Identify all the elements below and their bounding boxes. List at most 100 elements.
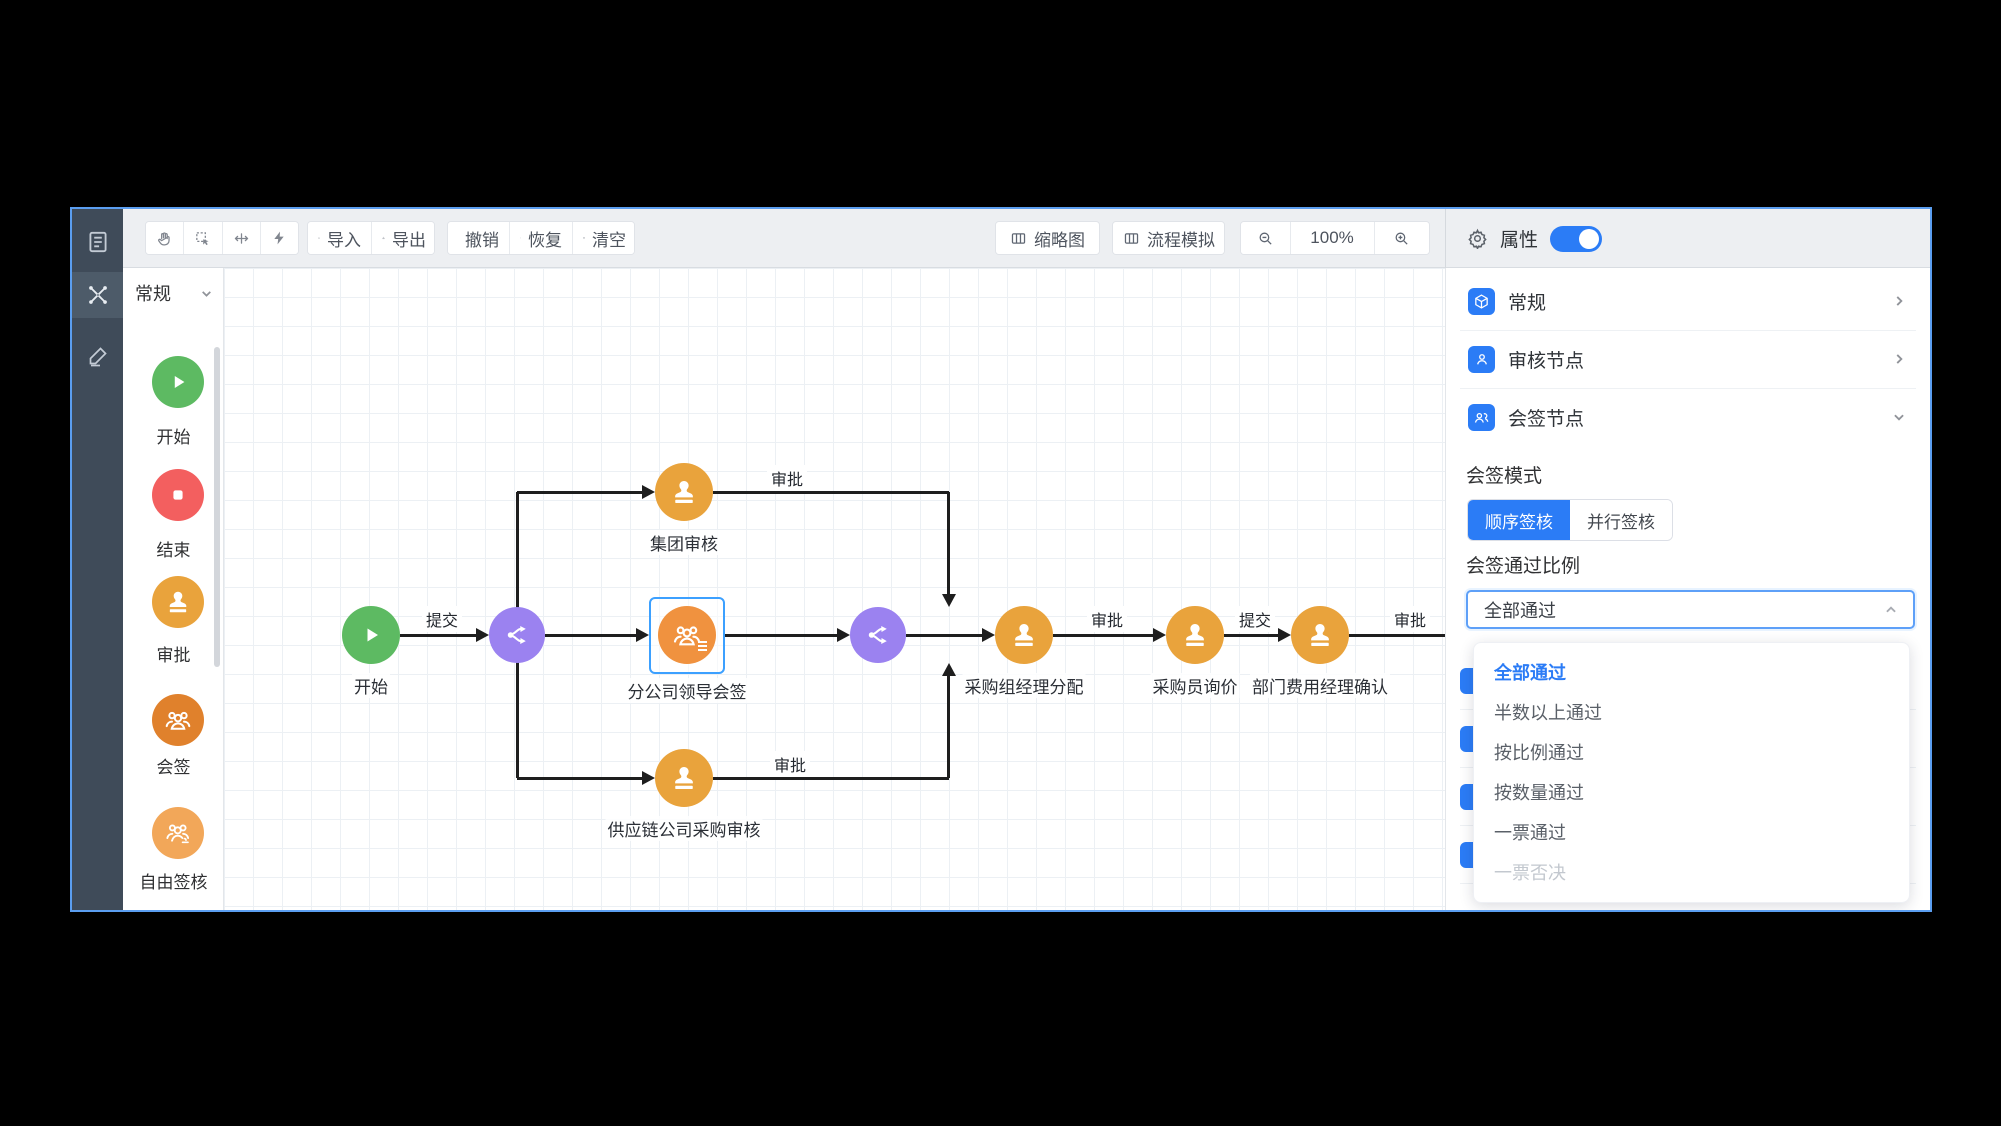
section-label: 会签节点 [1508,408,1585,430]
simulate-button[interactable]: 流程模拟 [1113,222,1224,254]
node-label: 集团审核 [648,530,720,555]
edge-label: 提交 [421,606,463,632]
mode-sequential-button[interactable]: 顺序签核 [1468,500,1570,540]
section-countersign-node[interactable]: 会签节点 [1446,388,1930,446]
monitor-icon [1124,232,1139,244]
palette-category-label: 常规 [135,284,171,304]
pen-icon[interactable] [72,333,123,379]
node-branch-leader-countersign[interactable] [658,606,716,664]
flow-canvas[interactable]: 提交 审批 审批 审批 提交 审批 开始 [224,268,1445,910]
edge-arrow [642,485,655,499]
download-icon [382,236,385,239]
edge-line [517,491,642,494]
chevron-down-icon [1894,414,1904,421]
node-label: 采购员询价 [1150,673,1240,698]
undo-button[interactable]: 撤销 [448,222,510,254]
node-purchase-manager-assign[interactable] [995,606,1053,664]
marquee-select-icon[interactable] [184,222,223,254]
edge-label: 审批 [766,465,808,491]
edge-label: 提交 [1234,606,1276,632]
cube-icon [1468,287,1495,315]
clear-button[interactable]: 清空 [573,222,634,254]
palette-item-countersign[interactable] [152,694,204,746]
branch-icon [507,626,526,644]
edge-line [517,777,642,780]
section-label: 审核节点 [1508,350,1585,372]
section-general[interactable]: 常规 [1446,272,1930,330]
section-review-node[interactable]: 审核节点 [1446,330,1930,388]
node-label: 分公司领导会签 [625,678,749,703]
group-icon [673,626,701,646]
zoom-in-icon[interactable] [1374,222,1429,254]
stamp-icon [169,591,187,613]
palette-scrollbar[interactable] [214,347,220,667]
minimap-button[interactable]: 缩略图 [996,222,1099,254]
node-label: 部门费用经理确认 [1250,673,1390,698]
app-window: 导入 导出 撤销 恢复 清空 缩略图 [70,207,1932,912]
node-dept-expense-confirm[interactable] [1291,606,1349,664]
option-majority-pass[interactable]: 半数以上通过 [1494,703,1602,723]
option-one-vote-pass[interactable]: 一票通过 [1494,823,1566,843]
redo-icon [520,237,521,239]
toolbar: 导入 导出 撤销 恢复 清空 缩略图 [123,209,1930,268]
node-group-review[interactable] [655,463,713,521]
node-label: 供应链公司采购审核 [605,816,763,841]
properties-toggle[interactable] [1550,225,1603,252]
gateway-split[interactable] [489,607,545,663]
stamp-icon [1186,624,1204,646]
edge-line [713,491,949,494]
gateway-join[interactable] [850,607,906,663]
palette-item-end[interactable] [152,469,204,521]
import-button[interactable]: 导入 [308,222,372,254]
edge-line [906,634,982,637]
option-one-vote-veto: 一票否决 [1494,863,1566,883]
simulate-button-wrap: 流程模拟 [1112,221,1225,255]
node-start[interactable] [342,606,400,664]
group-icon [165,711,191,730]
simulate-label: 流程模拟 [1147,230,1215,250]
flow-design-icon[interactable] [72,272,123,318]
option-all-pass[interactable]: 全部通过 [1494,663,1566,683]
stamp-icon [1311,624,1329,646]
option-by-count-pass[interactable]: 按数量通过 [1494,783,1584,803]
edge-label: 审批 [769,751,811,777]
node-supplychain-review[interactable] [655,749,713,807]
stamp-icon [675,481,693,503]
export-label: 导出 [392,230,426,250]
palette-item-free-sign[interactable] [152,807,204,859]
ratio-select-value: 全部通过 [1484,600,1556,621]
edge-line [400,634,477,637]
chevron-down-icon [202,290,211,297]
branch-icon [868,626,887,644]
chevron-right-icon [1896,296,1903,306]
edge-line [713,777,949,780]
document-icon[interactable] [72,219,123,265]
export-button[interactable]: 导出 [372,222,434,254]
move-icon[interactable] [222,222,261,254]
properties-panel: 常规 审核节点 会签节点 会签模式 顺序签核 并行签核 会签通过比例 全部通过 [1445,268,1930,910]
canvas-tools-group [145,221,299,255]
ratio-select[interactable]: 全部通过 [1466,590,1915,629]
topbar-divider [1445,209,1446,268]
edge-arrow [1153,628,1166,642]
node-buyer-inquiry[interactable] [1166,606,1224,664]
zap-icon[interactable] [260,222,298,254]
divider [1460,388,1916,389]
palette-item-approve[interactable] [152,576,204,628]
edge-label: 审批 [1389,606,1431,632]
redo-button[interactable]: 恢复 [510,222,573,254]
edge-line [1224,634,1278,637]
option-by-ratio-pass[interactable]: 按比例通过 [1494,743,1584,763]
edge-line [1349,634,1445,637]
properties-title: 属性 [1500,230,1539,251]
trash-icon [583,237,585,239]
mode-parallel-button[interactable]: 并行签核 [1570,500,1672,540]
hand-icon[interactable] [146,222,185,254]
palette-item-start[interactable] [152,356,204,408]
zoom-out-icon[interactable] [1241,222,1291,254]
edge-line [545,634,636,637]
person-icon [1468,345,1495,373]
stop-icon [173,490,183,500]
chevron-right-icon [1896,354,1903,364]
palette-category-dropdown[interactable]: 常规 [135,280,213,306]
